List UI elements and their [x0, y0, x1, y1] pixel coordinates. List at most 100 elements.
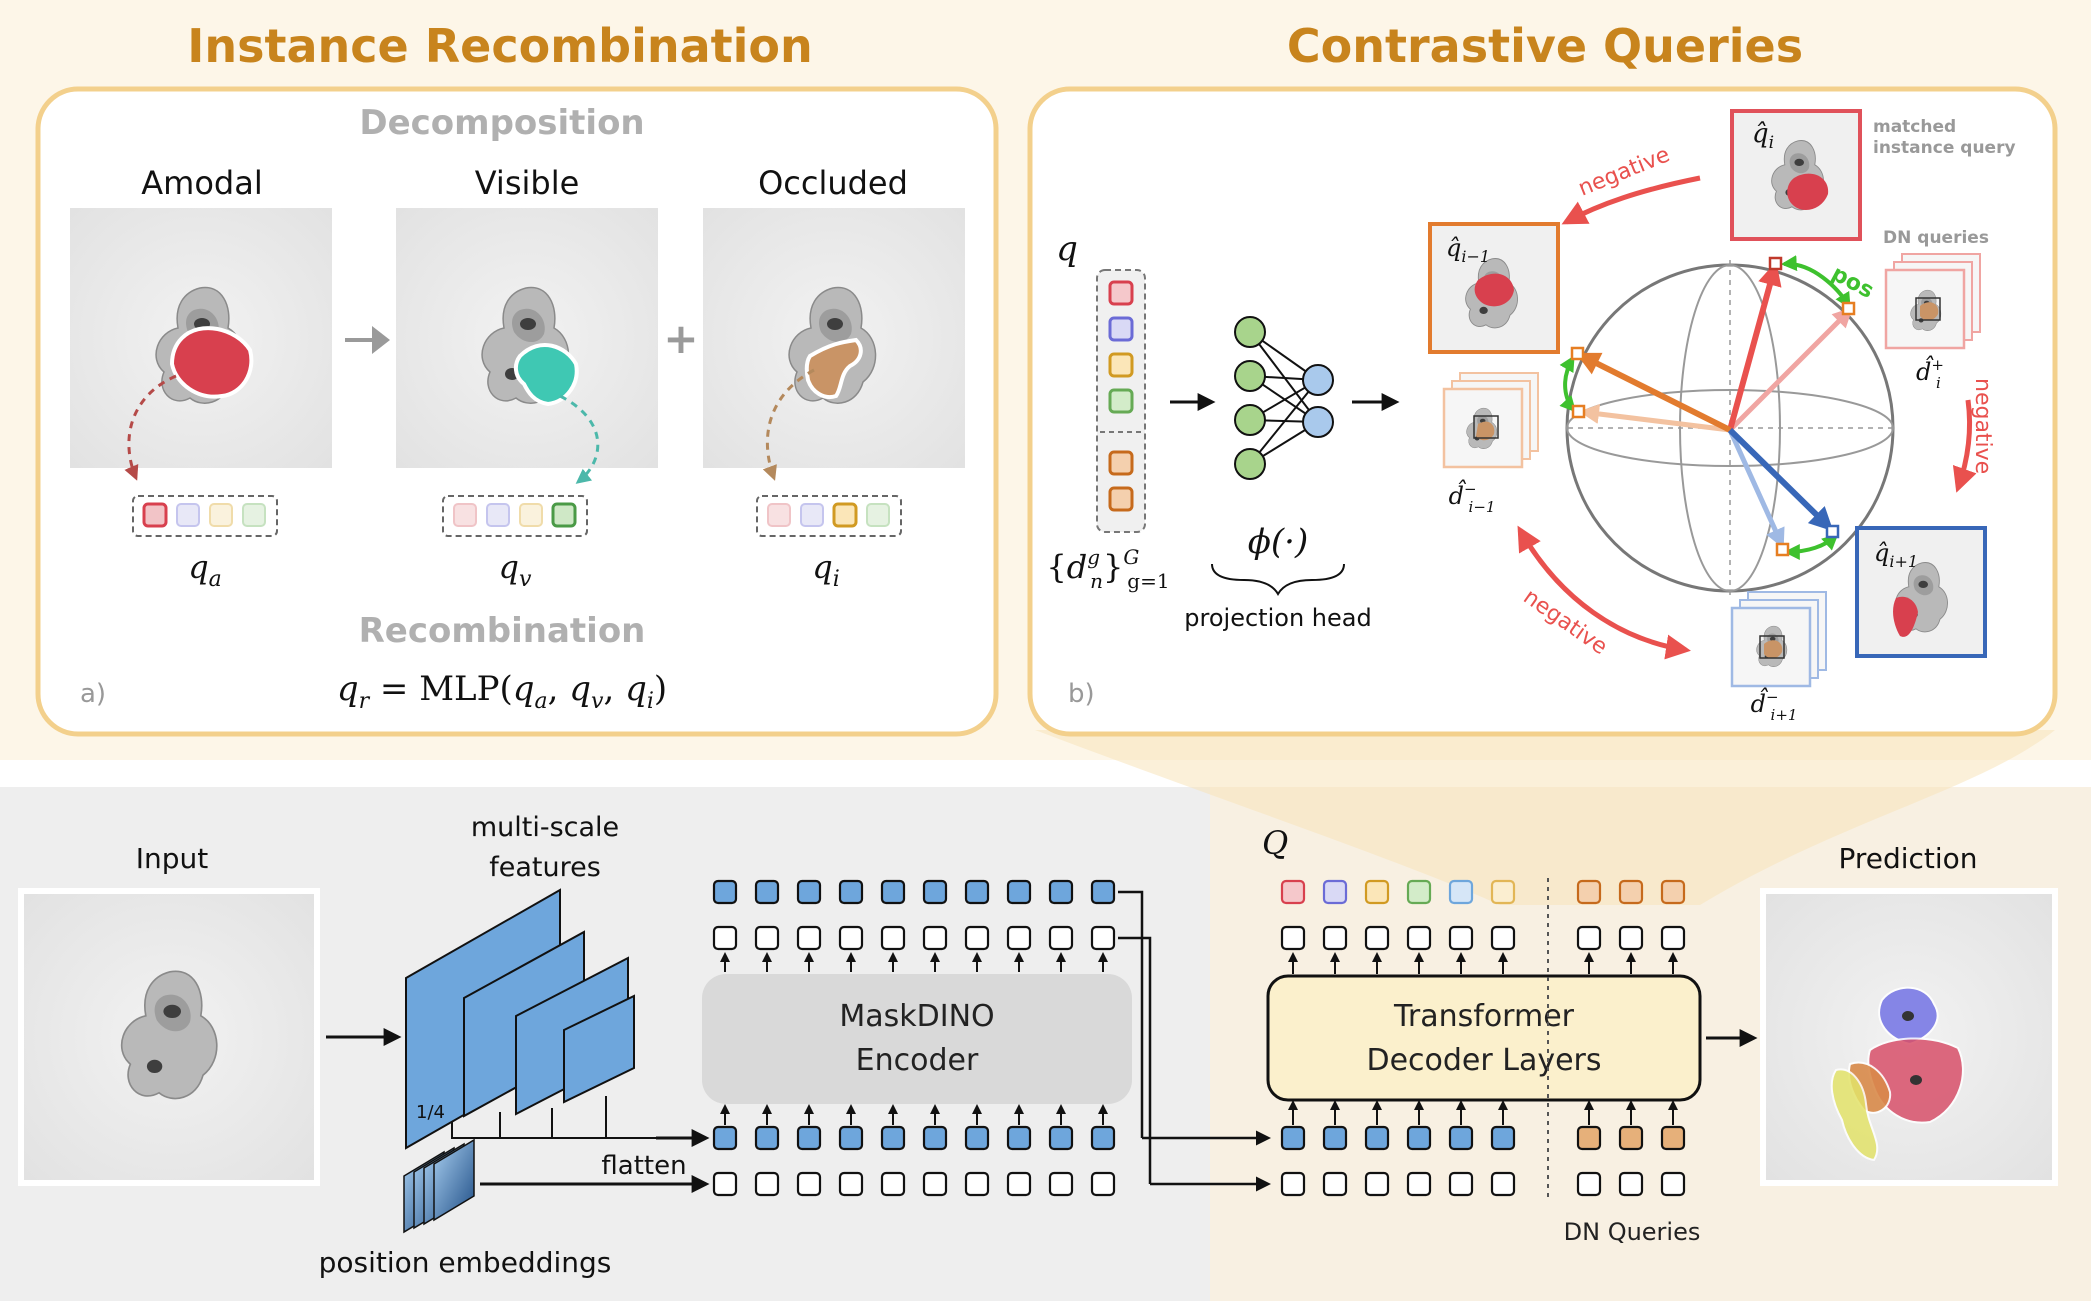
negative-arrow-top [1561, 175, 1701, 225]
encoder-input-pos-token [922, 1171, 948, 1197]
embedding-sphere [1565, 260, 1895, 595]
occluded-to-query-arrow [762, 368, 815, 481]
panel-b-label: b) [1068, 679, 1095, 709]
encoder-pos-token [754, 925, 780, 951]
encoder-input-token [712, 1125, 738, 1151]
decoder-input-pos [1280, 1171, 1686, 1197]
amodal-to-query-arrow [124, 374, 177, 481]
point-d-minus-ip1 [1775, 542, 1790, 557]
encoder-token [838, 879, 864, 905]
feature-pyramid [405, 888, 635, 1150]
decoder-input-pos [1322, 1171, 1348, 1197]
projection-head-label: projection head [1184, 604, 1371, 632]
output-pos [1322, 925, 1348, 951]
amodal-mask [169, 326, 254, 399]
maskdino-encoder [702, 974, 1132, 1104]
visible-to-query-arrow [559, 394, 600, 484]
decoder-input-pos [1280, 1171, 1306, 1197]
decoder-input-arrows [1288, 1100, 1678, 1125]
output-query [1364, 879, 1390, 905]
encoder-label-line2: Encoder [856, 1043, 979, 1078]
position-embedding-icon [403, 1138, 475, 1234]
decoder-input-pos [1406, 1171, 1432, 1197]
encoder-up-arrows [720, 952, 1108, 972]
dn-input-pos [1618, 1171, 1644, 1197]
encoder-pos-token [712, 925, 738, 951]
query-qa-boxes [132, 495, 278, 537]
encoder-input-pos-token [712, 1171, 738, 1197]
encoder-output-pos-tokens [712, 925, 1116, 951]
output-query [1448, 879, 1474, 905]
decoder-input-token [1490, 1125, 1516, 1151]
matched-label-line1: matched [1873, 117, 1956, 137]
dn-output-query [1660, 879, 1686, 905]
output-pos [1364, 925, 1390, 951]
decoder-label-line1: Transformer [1393, 999, 1575, 1034]
recombination-formula: qr = MLP(qa, qv, qi) [337, 669, 667, 714]
encoder-pos-token [880, 925, 906, 951]
query-qi-boxes [756, 495, 902, 537]
dn-input-pos [1576, 1171, 1602, 1197]
encoder-output-tokens [712, 879, 1116, 905]
dn-output-pos [1576, 925, 1602, 951]
matched-label-line2: instance query [1873, 138, 2016, 158]
point-d-plus [1841, 301, 1856, 316]
encoder-input-pos-token [1090, 1171, 1116, 1197]
transformer-decoder [1266, 974, 1702, 1102]
projection-head-network [1234, 316, 1334, 480]
d-hat-minus-im1-label: d̂−i−1 [1449, 479, 1496, 516]
decoder-input-token [1406, 1125, 1432, 1151]
dn-output-pos [1660, 925, 1686, 951]
encoder-input-pos-token [1006, 1171, 1032, 1197]
decoder-output-queries [1280, 879, 1686, 905]
occluded-cell-image [703, 208, 965, 468]
negative-label-right: negative [1970, 378, 1995, 474]
plus-icon: + [663, 314, 698, 363]
embedding-vectors [1575, 261, 1853, 549]
encoder-token [796, 879, 822, 905]
q-symbol: q [1056, 229, 1078, 269]
encoder-input-token [964, 1125, 990, 1151]
dn-queries-label: DN queries [1883, 228, 1989, 248]
encoder-label-line1: MaskDINO [839, 999, 994, 1034]
encoder-token [964, 879, 990, 905]
q-hat-i-label: q̂i [1752, 119, 1774, 153]
encoder-input-token [880, 1125, 906, 1151]
matched-query-thumbnail [1730, 109, 1862, 241]
panel-a-label: a) [80, 679, 106, 709]
encoder-token [1048, 879, 1074, 905]
decoder-input-pos [1448, 1171, 1474, 1197]
visible-mask [513, 343, 579, 407]
encoder-pos-token [1048, 925, 1074, 951]
dn-input-token [1576, 1125, 1602, 1151]
query-ip1-thumbnail [1855, 526, 1987, 658]
heading-instance-recombination: Instance Recombination [187, 19, 813, 73]
encoder-token [712, 879, 738, 905]
decoder-input-token [1448, 1125, 1474, 1151]
encoder-input-pos-token [1048, 1171, 1074, 1197]
encoder-pos-token [796, 925, 822, 951]
point-q-im1 [1570, 346, 1585, 361]
encoder-pos-token [964, 925, 990, 951]
recombination-title: Recombination [359, 611, 646, 651]
multiscale-label-line2: features [489, 852, 601, 883]
query-qv-boxes [442, 495, 588, 537]
encoder-input-pos-tokens [712, 1171, 1116, 1197]
flatten-connectors [451, 1096, 704, 1139]
output-pos [1280, 925, 1306, 951]
point-q-ip1 [1825, 524, 1840, 539]
encoder-token [1090, 879, 1116, 905]
query-stack [1096, 269, 1146, 533]
position-embeddings-label: position embeddings [319, 1246, 612, 1279]
label-qi: qi [812, 548, 840, 592]
amodal-cell-image [70, 208, 332, 468]
q-hat-ip1-label: q̂i+1 [1874, 539, 1918, 571]
multiscale-label-line1: multi-scale [471, 812, 619, 843]
heading-contrastive-queries: Contrastive Queries [1287, 19, 1803, 73]
encoder-input-tokens [712, 1125, 1116, 1151]
d-hat-plus-label: d̂+i [1916, 355, 1944, 392]
panel-b-box [1027, 86, 2058, 737]
point-q-i [1768, 256, 1783, 271]
